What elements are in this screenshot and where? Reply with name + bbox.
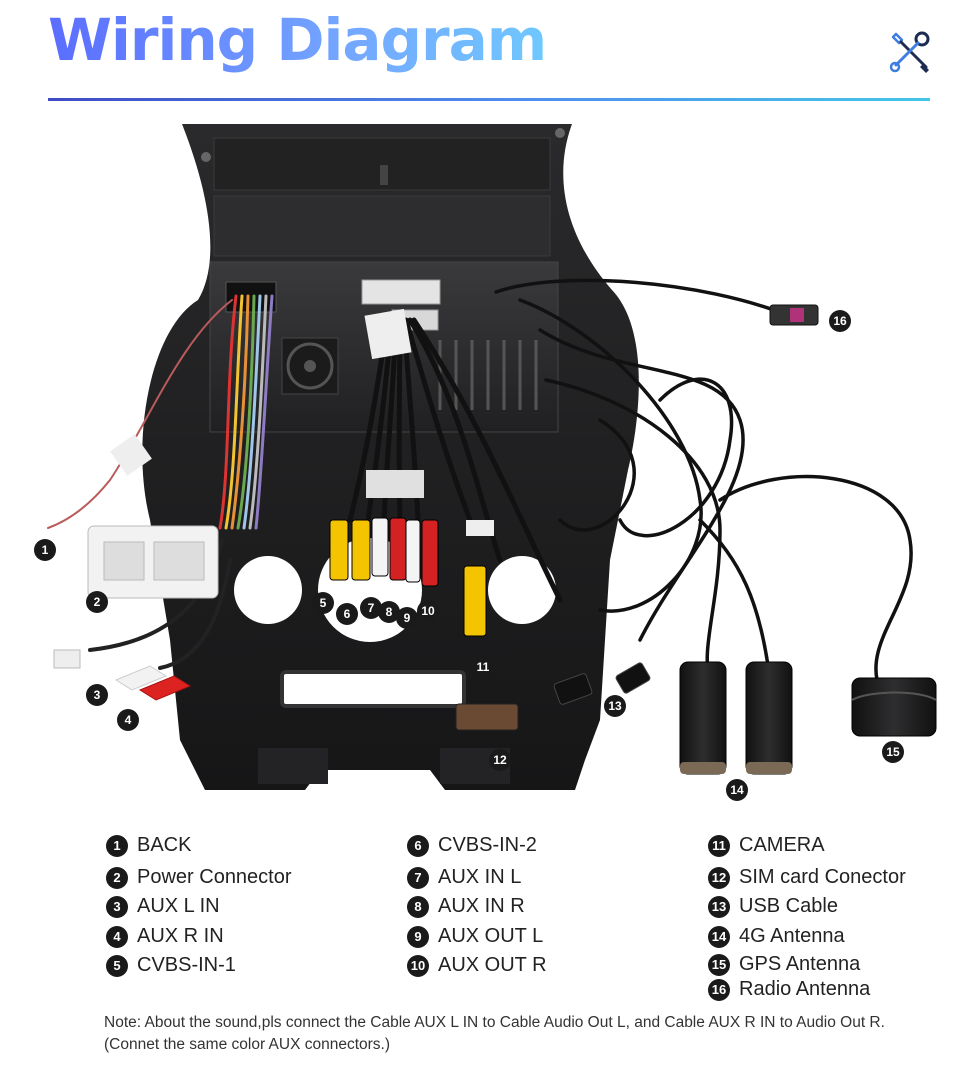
svg-text:13: 13 [608,699,622,713]
legend-label: SIM card Conector [739,866,906,888]
legend-label: 4G Antenna [739,925,845,947]
legend-badge: 14 [708,925,730,948]
callout-1: 1 [34,539,56,561]
legend-label: CVBS-IN-1 [137,954,236,976]
4g-antenna-1 [679,661,727,775]
legend-badge: 11 [708,834,730,857]
legend-item-10: 10 AUX OUT R [407,954,547,977]
legend-item-7: 7 AUX IN L [407,866,521,889]
svg-text:1: 1 [42,543,49,557]
callout-15: 15 [882,741,904,763]
svg-text:5: 5 [320,596,327,610]
legend-label: AUX L IN [137,895,220,917]
svg-text:11: 11 [477,660,490,674]
svg-text:14: 14 [730,783,744,797]
callout-4: 4 [117,709,139,731]
page-title: Wiring Diagram [48,6,547,74]
legend-badge: 7 [407,866,429,889]
legend-item-16: 16 Radio Antenna [708,978,870,1001]
callout-6: 6 [336,603,358,625]
svg-text:6: 6 [344,607,351,621]
legend-badge: 4 [106,925,128,948]
svg-text:10: 10 [421,604,435,618]
callout-8: 8 [378,601,400,623]
legend-badge: 1 [106,834,128,857]
legend-item-1: 1 BACK [106,834,191,857]
legend-label: USB Cable [739,895,838,917]
sim-card-connector [455,703,519,731]
legend-label: Power Connector [137,866,292,888]
legend: 1 BACK 2 Power Connector 3 AUX L IN 4 AU… [0,832,980,1012]
legend-badge: 12 [708,866,730,889]
legend-item-4: 4 AUX R IN [106,925,224,948]
svg-text:12: 12 [493,753,507,767]
tools-icon [889,31,930,73]
legend-item-15: 15 GPS Antenna [708,953,860,976]
wiring-photo: 1 2 3 4 5 6 7 8 9 10 11 12 13 14 15 16 [34,124,937,801]
4g-antenna-2 [745,661,793,775]
callout-11: 11 [472,656,494,678]
legend-item-6: 6 CVBS-IN-2 [407,834,537,857]
legend-badge: 15 [708,953,730,976]
svg-text:8: 8 [386,605,393,619]
legend-badge: 16 [708,978,730,1001]
callout-2: 2 [86,591,108,613]
callout-10: 10 [417,600,439,622]
legend-item-12: 12 SIM card Conector [708,866,906,889]
callout-9: 9 [396,607,418,629]
camera-rca [463,565,487,637]
svg-text:16: 16 [833,314,847,328]
legend-label: CVBS-IN-2 [438,834,537,856]
legend-badge: 9 [407,925,429,948]
sound-note: Note: About the sound,pls connect the Ca… [104,1014,885,1053]
svg-text:4: 4 [125,713,132,727]
legend-badge: 2 [106,866,128,889]
legend-item-9: 9 AUX OUT L [407,925,543,948]
svg-text:9: 9 [404,611,411,625]
legend-label: Radio Antenna [739,978,871,1000]
legend-badge: 5 [106,954,128,977]
callout-5: 5 [312,592,334,614]
legend-item-8: 8 AUX IN R [407,895,525,918]
legend-label: AUX R IN [137,925,224,947]
callout-13: 13 [604,695,626,717]
legend-badge: 3 [106,895,128,918]
legend-item-13: 13 USB Cable [708,895,838,918]
svg-text:2: 2 [94,595,101,609]
svg-text:7: 7 [368,601,375,615]
legend-item-14: 14 4G Antenna [708,925,845,948]
svg-text:3: 3 [94,688,101,702]
callout-12: 12 [489,749,511,771]
legend-badge: 13 [708,895,730,918]
legend-badge: 6 [407,834,429,857]
cooling-fan [281,337,339,395]
legend-label: AUX IN R [438,895,525,917]
legend-label: BACK [137,834,192,856]
callout-16: 16 [829,310,851,332]
title-divider [48,98,930,101]
legend-label: CAMERA [739,834,825,856]
legend-item-2: 2 Power Connector [106,866,292,889]
gps-antenna [851,677,937,737]
legend-label: AUX OUT R [438,954,547,976]
legend-badge: 8 [407,895,429,918]
legend-item-11: 11 CAMERA [708,834,825,857]
legend-label: AUX IN L [438,866,522,888]
legend-badge: 10 [407,954,429,977]
callout-3: 3 [86,684,108,706]
callout-7: 7 [360,597,382,619]
legend-label: AUX OUT L [438,925,544,947]
legend-label: GPS Antenna [739,953,861,975]
usb-connector [553,673,593,705]
callout-14: 14 [726,779,748,801]
svg-text:15: 15 [886,745,900,759]
legend-item-3: 3 AUX L IN [106,895,220,918]
legend-item-5: 5 CVBS-IN-1 [106,954,236,977]
